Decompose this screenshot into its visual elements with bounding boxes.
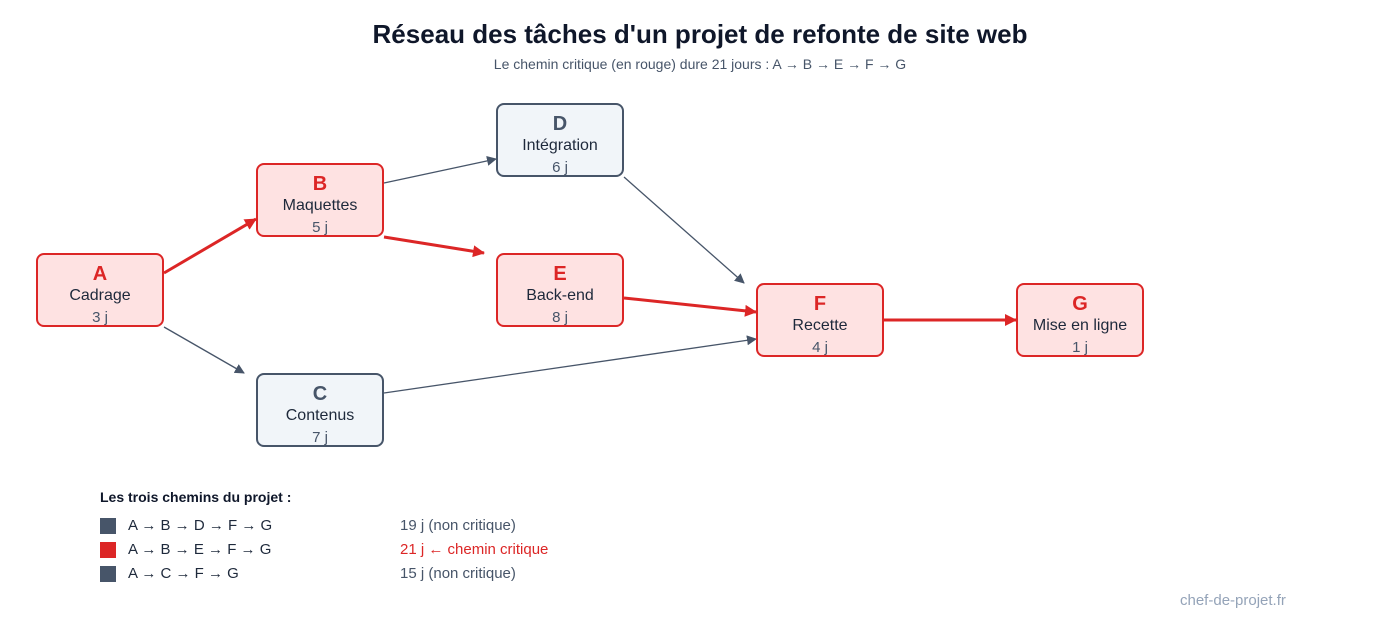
- legend-row-critical: A → B → E → F → G 21 j ← chemin critique: [100, 539, 700, 559]
- task-duration: 1 j: [1072, 339, 1088, 356]
- site-watermark[interactable]: chef-de-projet.fr: [1180, 592, 1286, 609]
- legend-title: Les trois chemins du projet :: [100, 489, 292, 505]
- legend-row: A → B → D → F → G 19 j (non critique): [100, 515, 700, 535]
- task-label: Recette: [792, 317, 848, 334]
- task-node-e[interactable]: E Back-end 8 j: [496, 253, 624, 327]
- task-duration: 5 j: [312, 219, 328, 236]
- legend-duration: 19 j (non critique): [400, 517, 516, 534]
- edge-b-d: [383, 155, 497, 184]
- edge-b-e: [383, 235, 485, 258]
- legend-path: A → B → E → F → G: [128, 541, 272, 558]
- legend-path: A → C → F → G: [128, 565, 239, 582]
- task-id: E: [553, 263, 567, 285]
- edge-d-f: [623, 176, 745, 284]
- task-id: G: [1072, 293, 1088, 315]
- legend-swatch: [100, 542, 116, 558]
- task-duration: 3 j: [92, 309, 108, 326]
- page-title: Réseau des tâches d'un projet de refonte…: [372, 19, 1028, 49]
- task-duration: 7 j: [312, 429, 328, 446]
- task-node-a[interactable]: A Cadrage 3 j: [36, 253, 164, 327]
- task-label: Mise en ligne: [1032, 317, 1128, 334]
- task-id: F: [813, 293, 827, 315]
- task-id: B: [312, 173, 328, 195]
- task-label: Back-end: [526, 287, 594, 304]
- edge-a-b: [163, 217, 257, 275]
- task-node-d[interactable]: D Intégration 6 j: [496, 103, 624, 177]
- edge-e-f: [623, 296, 757, 317]
- task-label: Contenus: [285, 407, 355, 424]
- task-id: C: [312, 383, 328, 405]
- legend-path: A → B → D → F → G: [128, 517, 273, 534]
- task-id: D: [552, 113, 568, 135]
- page-subtitle: Le chemin critique (en rouge) dure 21 jo…: [493, 56, 907, 72]
- task-node-b[interactable]: B Maquettes 5 j: [256, 163, 384, 237]
- task-label: Intégration: [522, 137, 598, 154]
- legend-duration: 21 j ← chemin critique: [400, 541, 549, 558]
- task-duration: 8 j: [552, 309, 568, 326]
- edge-c-f: [383, 335, 757, 394]
- task-node-c[interactable]: C Contenus 7 j: [256, 373, 384, 447]
- task-label: Cadrage: [69, 287, 131, 304]
- legend-swatch: [100, 566, 116, 582]
- edge-a-c: [163, 326, 245, 374]
- legend-row: A → C → F → G 15 j (non critique): [100, 563, 700, 583]
- task-duration: 6 j: [552, 159, 568, 176]
- task-label: Maquettes: [282, 197, 358, 214]
- task-id: A: [92, 263, 108, 285]
- task-node-f[interactable]: F Recette 4 j: [756, 283, 884, 357]
- task-node-g[interactable]: G Mise en ligne 1 j: [1016, 283, 1144, 357]
- legend-swatch: [100, 518, 116, 534]
- legend-duration: 15 j (non critique): [400, 565, 516, 582]
- task-duration: 4 j: [812, 339, 828, 356]
